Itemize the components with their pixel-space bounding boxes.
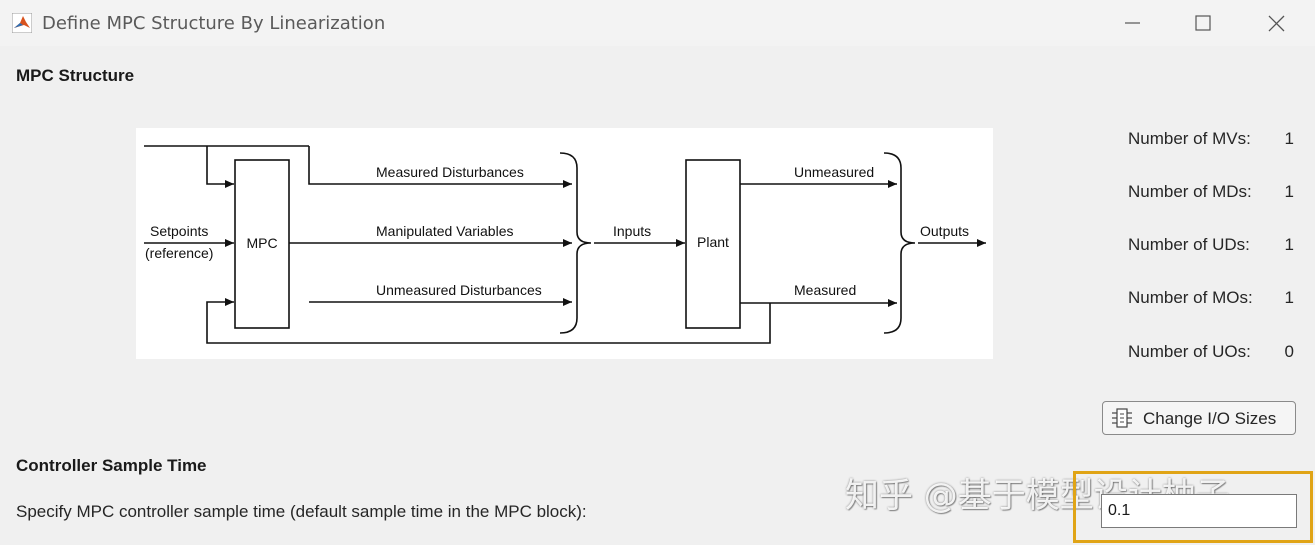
- change-io-sizes-label: Change I/O Sizes: [1143, 409, 1277, 428]
- count-mos-label: Number of MOs:: [1128, 288, 1253, 307]
- minimize-button[interactable]: [1111, 6, 1155, 40]
- maximize-icon: [1195, 15, 1211, 31]
- count-uds-value: 1: [1284, 235, 1294, 254]
- count-uds-label: Number of UDs:: [1128, 235, 1250, 254]
- inputs-label: Inputs: [613, 223, 651, 239]
- title-bar: Define MPC Structure By Linearization: [0, 0, 1315, 46]
- count-mds-label: Number of MDs:: [1128, 182, 1252, 201]
- count-mvs-label: Number of MVs:: [1128, 129, 1251, 148]
- count-mvs-value: 1: [1284, 129, 1294, 148]
- mpc-block-label: MPC: [246, 235, 277, 251]
- outputs-label: Outputs: [920, 223, 969, 239]
- reference-label: (reference): [145, 245, 213, 261]
- close-icon: [1268, 15, 1285, 32]
- mpc-structure-diagram: Setpoints (reference) MPC Measured Distu…: [136, 128, 993, 359]
- plant-block-label: Plant: [697, 234, 729, 250]
- count-mos: Number of MOs: 1: [1128, 288, 1298, 312]
- sample-time-instruction: Specify MPC controller sample time (defa…: [16, 502, 587, 521]
- count-uos: Number of UOs: 0: [1128, 342, 1298, 366]
- minimize-icon: [1125, 22, 1140, 24]
- count-uos-label: Number of UOs:: [1128, 342, 1251, 361]
- setpoints-label: Setpoints: [150, 223, 208, 239]
- mpc-structure-heading: MPC Structure: [16, 66, 135, 85]
- measured-disturbances-label: Measured Disturbances: [376, 164, 524, 180]
- maximize-button[interactable]: [1181, 6, 1225, 40]
- io-sizes-icon: [1112, 408, 1132, 428]
- measured-outputs-label: Measured: [794, 282, 856, 298]
- window-title: Define MPC Structure By Linearization: [42, 13, 386, 34]
- matlab-icon: [12, 13, 32, 33]
- unmeasured-outputs-label: Unmeasured: [794, 164, 874, 180]
- count-uds: Number of UDs: 1: [1128, 235, 1298, 259]
- close-button[interactable]: [1255, 6, 1299, 40]
- count-uos-value: 0: [1284, 342, 1294, 361]
- count-mds: Number of MDs: 1: [1128, 182, 1298, 206]
- sample-time-input[interactable]: [1101, 494, 1297, 528]
- count-mvs: Number of MVs: 1: [1128, 129, 1298, 153]
- count-mds-value: 1: [1284, 182, 1294, 201]
- sample-time-heading: Controller Sample Time: [16, 456, 207, 475]
- count-mos-value: 1: [1284, 288, 1294, 307]
- change-io-sizes-button[interactable]: Change I/O Sizes: [1102, 401, 1296, 435]
- unmeasured-disturbances-label: Unmeasured Disturbances: [376, 282, 542, 298]
- manipulated-variables-label: Manipulated Variables: [376, 223, 514, 239]
